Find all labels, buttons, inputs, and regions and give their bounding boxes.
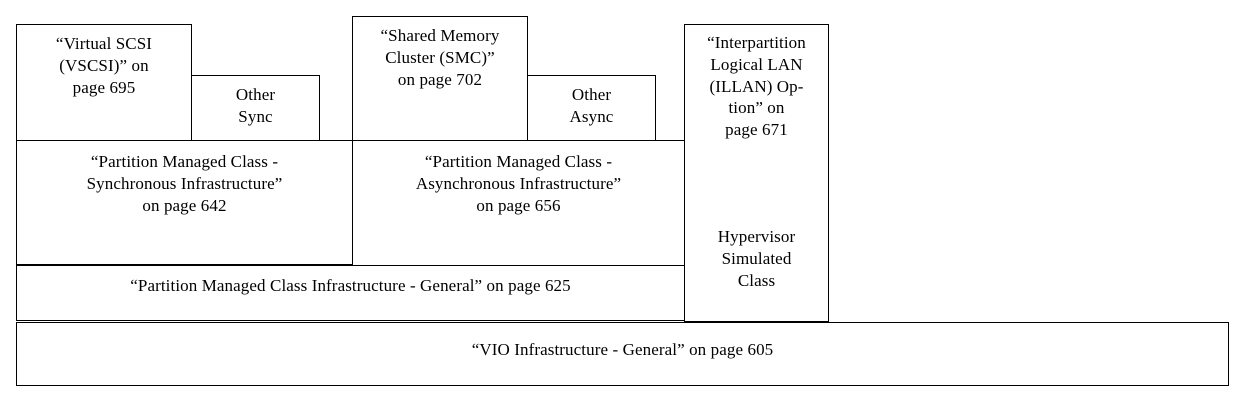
- box-partition-managed-class-synchronous-infrastructure-label: “Partition Managed Class - Synchronous I…: [86, 152, 283, 215]
- box-other-sync[interactable]: Other Sync: [191, 75, 320, 141]
- box-partition-managed-class-asynchronous-infrastructure[interactable]: “Partition Managed Class - Asynchronous …: [352, 140, 685, 266]
- box-other-async[interactable]: Other Async: [527, 75, 656, 141]
- box-shared-memory-cluster-label: “Shared Memory Cluster (SMC)” on page 70…: [380, 26, 500, 89]
- box-vio-infrastructure-general[interactable]: “VIO Infrastructure - General” on page 6…: [16, 322, 1229, 386]
- box-virtual-scsi[interactable]: “Virtual SCSI (VSCSI)” on page 695: [16, 24, 192, 141]
- box-vio-infrastructure-general-label: “VIO Infrastructure - General” on page 6…: [471, 340, 774, 359]
- box-shared-memory-cluster[interactable]: “Shared Memory Cluster (SMC)” on page 70…: [352, 16, 528, 141]
- box-virtual-scsi-label: “Virtual SCSI (VSCSI)” on page 695: [55, 34, 153, 97]
- box-hypervisor-simulated-class[interactable]: Hypervisor Simulated Class: [684, 215, 829, 303]
- box-interpartition-logical-lan-illan-option[interactable]: “Interpartition Logical LAN (ILLAN) Op- …: [684, 24, 829, 322]
- box-partition-managed-class-synchronous-infrastructure[interactable]: “Partition Managed Class - Synchronous I…: [16, 140, 353, 265]
- box-partition-managed-class-infrastructure-general-label: “Partition Managed Class Infrastructure …: [130, 276, 571, 295]
- box-partition-managed-class-infrastructure-general[interactable]: “Partition Managed Class Infrastructure …: [16, 265, 685, 321]
- box-partition-managed-class-asynchronous-infrastructure-label: “Partition Managed Class - Asynchronous …: [415, 152, 622, 215]
- box-other-sync-label: Other Sync: [235, 85, 276, 126]
- box-interpartition-logical-lan-illan-option-label: “Interpartition Logical LAN (ILLAN) Op- …: [707, 33, 806, 139]
- box-other-async-label: Other Async: [569, 85, 614, 126]
- box-hypervisor-simulated-class-label: Hypervisor Simulated Class: [717, 227, 796, 290]
